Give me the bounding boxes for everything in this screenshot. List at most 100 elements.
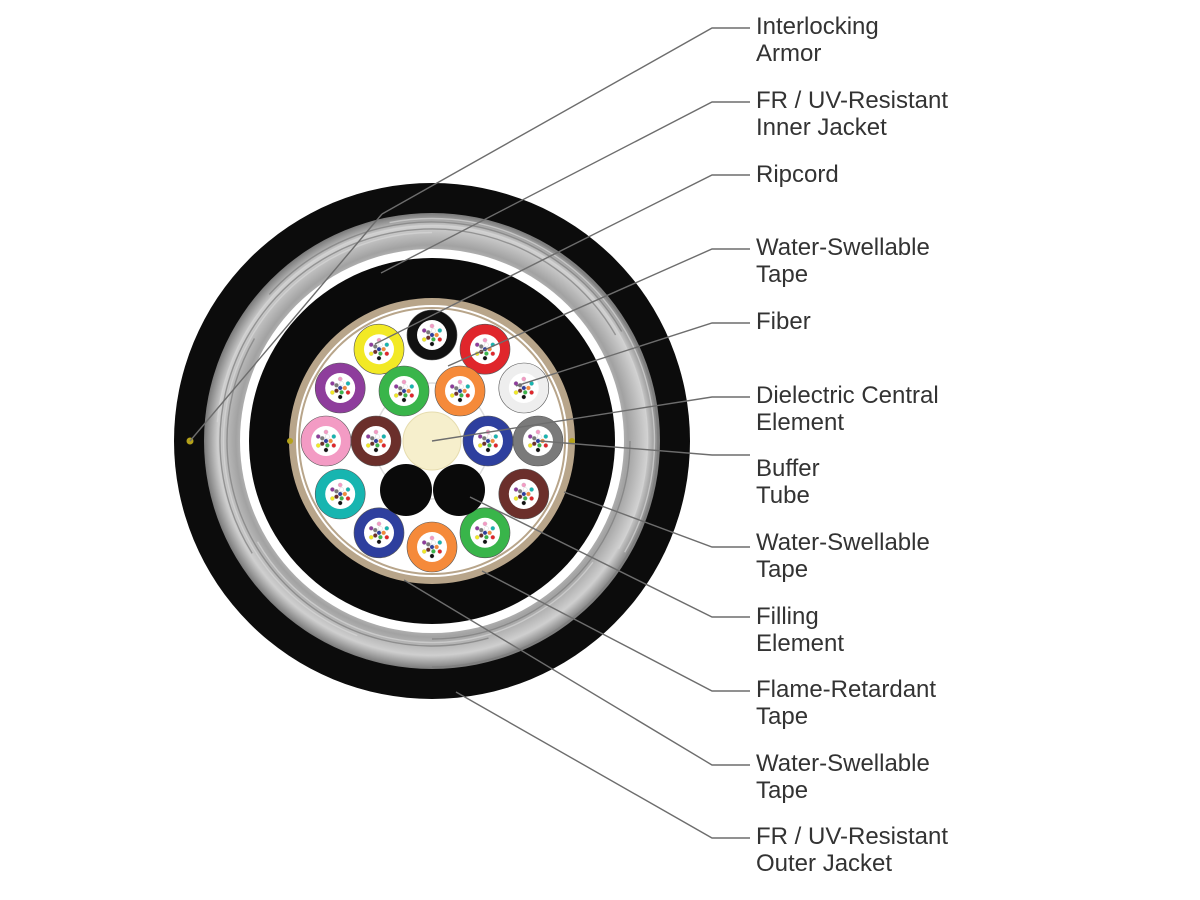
- armor-streak: [216, 224, 649, 550]
- buffer-tube: [353, 323, 405, 375]
- fiber-bundle: [421, 535, 443, 559]
- fiber: [482, 436, 487, 441]
- fiber: [532, 436, 537, 441]
- label-fiber: Fiber: [756, 308, 811, 335]
- fiber: [368, 342, 374, 347]
- fiber: [465, 393, 471, 398]
- fiber: [521, 385, 527, 391]
- fiber: [345, 487, 351, 492]
- fiber: [532, 441, 537, 446]
- label-ripcord: Ripcord: [756, 161, 839, 188]
- fiber: [437, 549, 443, 554]
- fiber: [429, 341, 435, 347]
- fiber: [477, 443, 483, 448]
- fiber: [513, 487, 519, 492]
- leader-line: [455, 691, 750, 839]
- fiber: [431, 549, 436, 554]
- leader-line: [381, 27, 750, 215]
- fiber: [431, 540, 436, 545]
- fiber: [457, 388, 463, 394]
- fiber: [535, 447, 541, 453]
- leader-line: [563, 491, 750, 548]
- fiber: [527, 434, 533, 439]
- fiber: [330, 487, 335, 492]
- ripcord: [287, 438, 293, 444]
- fiber: [429, 553, 435, 559]
- fiber: [457, 379, 463, 385]
- fiber: [403, 384, 408, 389]
- fiber: [381, 443, 387, 448]
- fiber: [370, 436, 375, 441]
- buffer-tube: [300, 415, 352, 467]
- fiber: [517, 489, 523, 494]
- fiber: [334, 383, 339, 388]
- fiber: [521, 394, 527, 400]
- fiber: [384, 351, 390, 356]
- fiber: [365, 443, 371, 448]
- armor-streak: [219, 228, 617, 554]
- fiber: [334, 388, 339, 393]
- leader-line: [469, 496, 750, 618]
- fiber: [493, 434, 499, 439]
- fiber: [429, 323, 435, 329]
- fiber-bundle: [474, 521, 496, 545]
- fiber: [543, 443, 549, 448]
- fiber-bundle: [474, 337, 496, 361]
- fiber: [522, 487, 528, 492]
- fiber: [437, 540, 443, 545]
- fiber-bundle: [421, 323, 443, 347]
- fiber: [365, 434, 371, 439]
- fiber: [320, 436, 325, 441]
- buffer-tube: [406, 521, 458, 573]
- fiber: [490, 351, 496, 356]
- fiber: [482, 337, 488, 343]
- filling-element: [433, 464, 485, 516]
- fiber: [485, 438, 491, 444]
- buffer-tube: [459, 507, 511, 559]
- fiber: [378, 351, 383, 356]
- fiber: [328, 438, 333, 444]
- fiber: [331, 434, 337, 439]
- fiber-bundle: [449, 379, 471, 403]
- fiber: [485, 447, 491, 453]
- fiber: [521, 491, 527, 497]
- fiber: [342, 491, 348, 497]
- fiber: [421, 549, 427, 554]
- fiber: [434, 332, 439, 338]
- fiber: [429, 535, 435, 541]
- armor-streak: [431, 440, 631, 640]
- filling-element: [380, 464, 432, 516]
- leader-line: [481, 570, 750, 692]
- fiber-bundle: [368, 521, 390, 545]
- leader-line: [431, 396, 750, 442]
- fiber: [479, 527, 484, 533]
- leader-line: [515, 322, 750, 387]
- fiber: [517, 388, 523, 393]
- fiber: [376, 530, 382, 536]
- fiber: [529, 496, 534, 501]
- fiber-bundle: [315, 429, 337, 453]
- fiber-bundle: [365, 429, 387, 453]
- fiber: [421, 337, 427, 342]
- fiber: [437, 337, 443, 342]
- fiber: [449, 393, 455, 398]
- leader-line: [380, 101, 750, 274]
- fiber: [487, 443, 492, 448]
- fiber: [490, 438, 495, 444]
- fiber: [330, 381, 335, 386]
- leader-line: [447, 248, 750, 367]
- fiber: [477, 434, 483, 439]
- fiber: [384, 535, 390, 540]
- fiber: [426, 330, 431, 335]
- fiber: [373, 447, 379, 453]
- fiber: [490, 535, 496, 540]
- buffer-tube: [459, 323, 511, 375]
- fiber-bundle: [368, 337, 390, 361]
- buffer-tube: [353, 507, 405, 559]
- fiber: [339, 381, 344, 386]
- fiber: [459, 393, 464, 398]
